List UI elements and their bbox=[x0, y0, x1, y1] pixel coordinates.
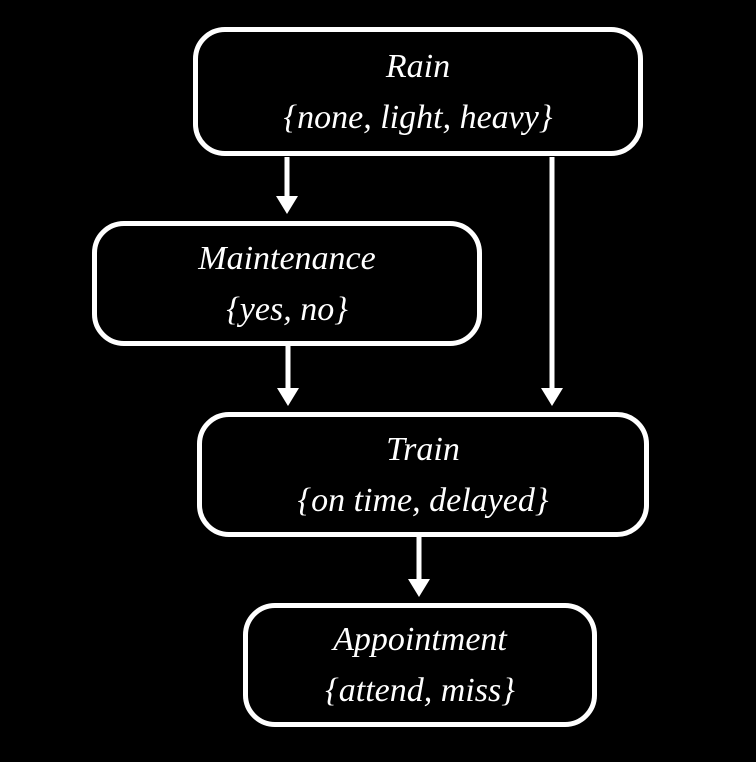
edge-train-to-appointment bbox=[408, 537, 430, 597]
node-maintenance: Maintenance {yes, no} bbox=[92, 221, 482, 346]
node-rain-domain: {none, light, heavy} bbox=[283, 98, 553, 136]
node-appointment-name: Appointment bbox=[333, 621, 507, 658]
node-rain-name: Rain bbox=[385, 47, 451, 85]
node-train-domain: {on time, delayed} bbox=[297, 481, 549, 519]
node-rain: Rain {none, light, heavy} bbox=[193, 27, 643, 156]
node-maintenance-name: Maintenance bbox=[198, 239, 376, 277]
node-train-name: Train bbox=[386, 430, 460, 468]
node-maintenance-domain: {yes, no} bbox=[226, 290, 348, 328]
node-train: Train {on time, delayed} bbox=[197, 412, 649, 537]
node-appointment-domain: {attend, miss} bbox=[325, 672, 515, 709]
edge-maintenance-to-train bbox=[277, 346, 299, 406]
edge-rain-to-maintenance bbox=[276, 157, 298, 214]
node-appointment: Appointment {attend, miss} bbox=[243, 603, 597, 727]
edge-rain-to-train bbox=[541, 157, 563, 406]
